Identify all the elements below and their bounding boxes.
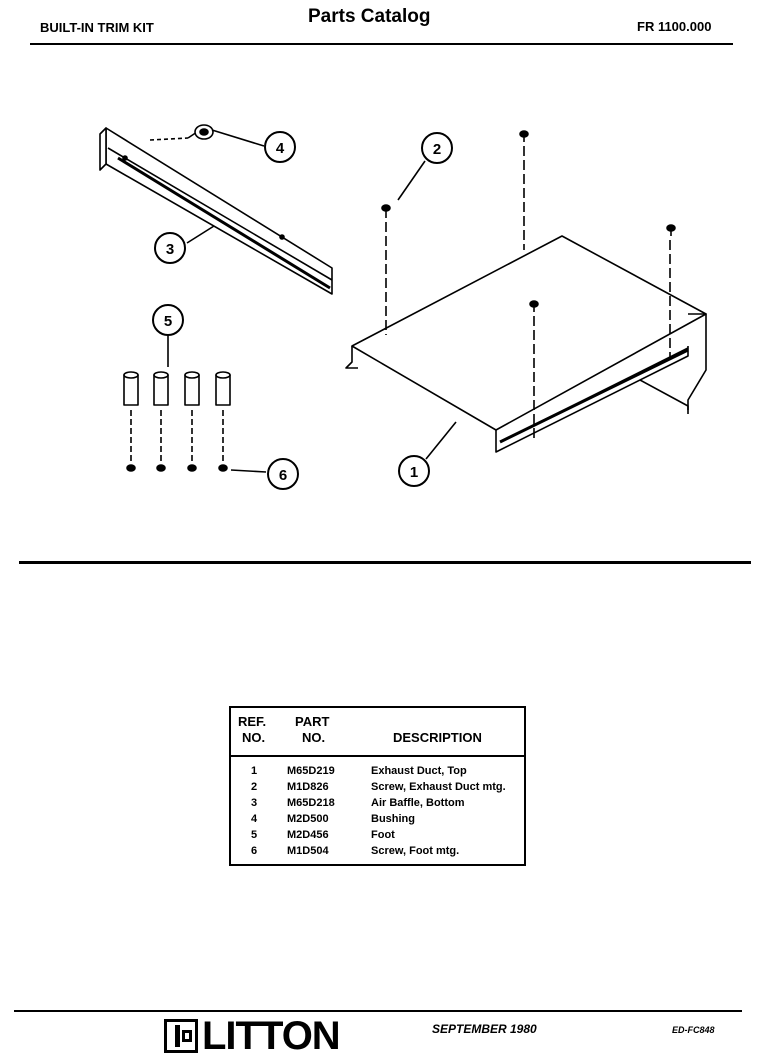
callout-1: 1 bbox=[398, 455, 430, 487]
table-row: 3 M65D218 Air Baffle, Bottom bbox=[231, 797, 524, 813]
document-code: ED-FC848 bbox=[672, 1025, 715, 1035]
exhaust-duct-drawing bbox=[345, 235, 707, 453]
part-cell: M1D826 bbox=[287, 781, 329, 793]
description-cell: Screw, Exhaust Duct mtg. bbox=[371, 781, 506, 793]
svg-text:2: 2 bbox=[433, 141, 441, 158]
feet-drawing bbox=[123, 371, 231, 406]
table-header-rule bbox=[231, 755, 524, 757]
description-cell: Exhaust Duct, Top bbox=[371, 765, 467, 777]
parts-table: REF. NO. PART NO. DESCRIPTION 1 M65D219 … bbox=[229, 706, 526, 866]
ref-cell: 1 bbox=[251, 765, 258, 777]
ref-cell: 4 bbox=[251, 813, 258, 825]
svg-text:1: 1 bbox=[410, 464, 418, 481]
description-cell: Air Baffle, Bottom bbox=[371, 797, 465, 809]
table-row: 5 M2D456 Foot bbox=[231, 829, 524, 845]
description-cell: Screw, Foot mtg. bbox=[371, 845, 460, 857]
table-row: 2 M1D826 Screw, Exhaust Duct mtg. bbox=[231, 781, 524, 797]
ref-cell: 6 bbox=[251, 845, 258, 857]
document-category: BUILT-IN TRIM KIT bbox=[40, 20, 154, 35]
header-rule bbox=[30, 43, 733, 45]
part-cell: M2D456 bbox=[287, 829, 329, 841]
svg-text:5: 5 bbox=[164, 313, 172, 330]
table-row: 6 M1D504 Screw, Foot mtg. bbox=[231, 845, 524, 861]
callout-3: 3 bbox=[154, 232, 186, 264]
table-row: 1 M65D219 Exhaust Duct, Top bbox=[231, 765, 524, 781]
description-cell: Bushing bbox=[371, 813, 415, 825]
callout-5: 5 bbox=[152, 304, 184, 336]
ref-cell: 5 bbox=[251, 829, 258, 841]
callout-6: 6 bbox=[267, 458, 299, 490]
duct-screws-drawing bbox=[381, 130, 676, 438]
part-cell: M2D500 bbox=[287, 813, 329, 825]
header-part-line1: PART bbox=[295, 714, 330, 729]
part-cell: M1D504 bbox=[287, 845, 329, 857]
footer-rule bbox=[14, 1010, 742, 1012]
svg-text:3: 3 bbox=[166, 241, 174, 258]
litton-logo: LITTON bbox=[164, 1014, 341, 1058]
callout-4: 4 bbox=[264, 131, 296, 163]
table-row: 4 M2D500 Bushing bbox=[231, 813, 524, 829]
svg-text:4: 4 bbox=[276, 140, 285, 157]
callout-2: 2 bbox=[421, 132, 453, 164]
air-baffle-drawing bbox=[99, 127, 333, 295]
section-divider bbox=[19, 561, 751, 564]
exploded-parts-diagram: 1 2 3 4 5 6 bbox=[99, 124, 707, 490]
description-cell: Foot bbox=[371, 829, 395, 841]
header-description: DESCRIPTION bbox=[393, 730, 482, 745]
model-number: FR 1100.000 bbox=[637, 19, 712, 34]
litton-logo-mark-icon bbox=[164, 1019, 198, 1053]
ref-cell: 2 bbox=[251, 781, 258, 793]
header-ref-line2: NO. bbox=[242, 730, 266, 745]
page-title: Parts Catalog bbox=[308, 6, 431, 27]
ref-cell: 3 bbox=[251, 797, 258, 809]
part-cell: M65D218 bbox=[287, 797, 335, 809]
header-ref-line1: REF. bbox=[238, 714, 267, 729]
foot-screws-drawing bbox=[126, 410, 228, 472]
header-part-line2: NO. bbox=[302, 730, 326, 745]
publication-date: SEPTEMBER 1980 bbox=[432, 1022, 537, 1036]
bushing-drawing bbox=[194, 124, 214, 140]
logo-text: LITTON bbox=[202, 1014, 341, 1058]
part-cell: M65D219 bbox=[287, 765, 335, 777]
svg-text:6: 6 bbox=[279, 467, 287, 484]
